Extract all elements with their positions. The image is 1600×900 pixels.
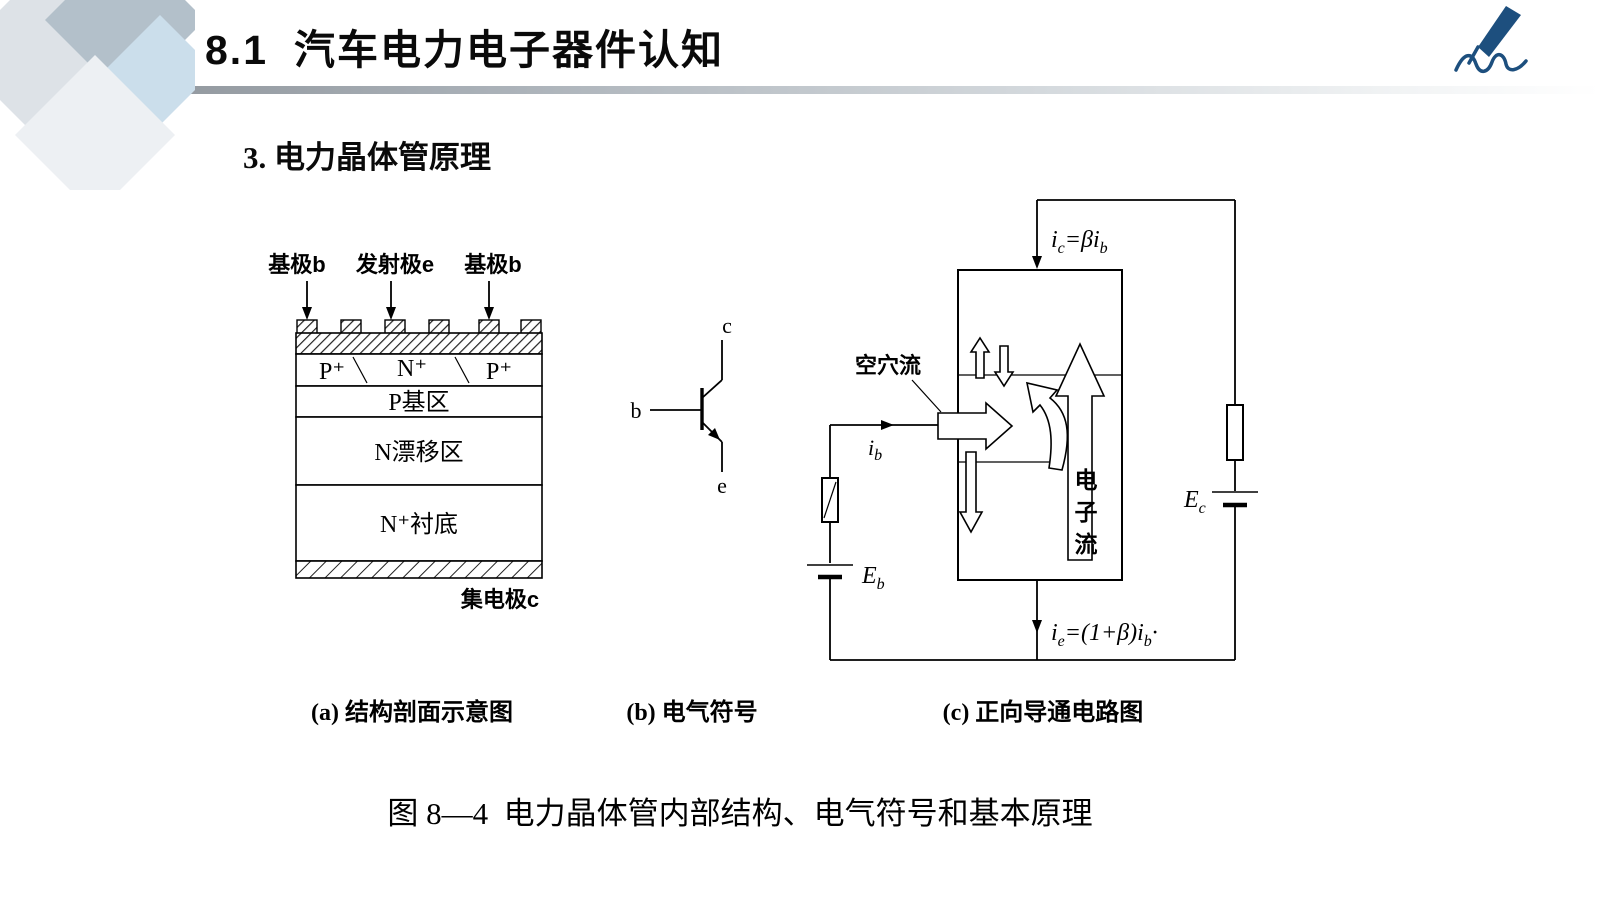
- corner-decoration-icon: [0, 0, 195, 190]
- load-resistor: [1226, 404, 1244, 461]
- hole-flow-entry-arrow: [937, 401, 1014, 451]
- terminal-b-label: b: [631, 398, 642, 423]
- pen-swoosh: [1454, 53, 1528, 73]
- n-plus-region-label: N⁺: [397, 356, 427, 382]
- pen-tip: [1467, 45, 1480, 65]
- pen-nib: [1478, 6, 1521, 57]
- ie-formula: ie=(1+β)ib·: [1051, 620, 1158, 650]
- section-number: 8.1: [205, 27, 268, 73]
- p-base-region-label: P基区: [388, 389, 449, 416]
- decoration-diamond: [105, 15, 195, 125]
- base-left-label: 基极b: [268, 252, 325, 277]
- base-right-label: 基极b: [464, 252, 521, 277]
- ib-arrowhead: [881, 420, 894, 430]
- section-title: 汽车电力电子器件认知: [294, 27, 724, 73]
- transistor-symbol-diagram: c b e: [631, 313, 733, 498]
- ec-label: Ec: [1183, 487, 1206, 517]
- eb-label: Eb: [861, 563, 885, 593]
- figure-caption: 图 8—4 电力晶体管内部结构、电气符号和基本原理: [387, 796, 1093, 831]
- collector-metallization: [295, 560, 543, 579]
- ic-formula: ic=βib: [1051, 227, 1108, 257]
- hole-flow-label: 空穴流: [855, 353, 921, 378]
- carrier-flow-arrows: [937, 336, 1106, 561]
- hole-flow-curved-arrow: [1025, 381, 1069, 471]
- emitter-label: 发射极e: [355, 252, 434, 277]
- electron-flow-arrow: [1054, 342, 1106, 561]
- diagram-c-caption: (c) 正向导通电路图: [942, 700, 1144, 726]
- header-divider: [0, 86, 1600, 94]
- subtitle: 3. 电力晶体管原理: [243, 140, 491, 175]
- n-substrate-region-label: N⁺衬底: [380, 511, 458, 538]
- top-electrode-metallization: [295, 319, 543, 355]
- recombination-down-arrow: [993, 345, 1015, 388]
- p-plus-right-region-label: P⁺: [486, 359, 512, 385]
- recombination-up-arrow: [969, 336, 991, 379]
- hole-flow-pointer-line: [911, 379, 942, 413]
- battery-eb: [807, 564, 853, 580]
- base-resistor: [821, 477, 839, 523]
- ib-label: ib: [868, 435, 882, 464]
- terminal-e-label: e: [717, 473, 727, 498]
- terminal-arrows: [302, 281, 494, 320]
- n-drift-region-label: N漂移区: [374, 439, 463, 466]
- hole-flow-down-arrow: [958, 451, 984, 534]
- diagram-a-caption: (a) 结构剖面示意图: [311, 700, 513, 726]
- page-title: 8.1 汽车电力电子器件认知: [205, 16, 724, 76]
- structure-cross-section-diagram: 基极b 发射极e 基极b: [268, 252, 543, 612]
- p-plus-left-region-label: P⁺: [319, 359, 345, 385]
- forward-conduction-circuit: 空穴流 ic=βib ie=(1+β)ib· ib Eb Ec: [807, 199, 1258, 661]
- terminal-c-label: c: [722, 313, 732, 338]
- ic-arrowhead: [1032, 256, 1042, 269]
- pen-icon: [1454, 6, 1528, 73]
- ie-arrowhead: [1032, 620, 1042, 633]
- emitter-arrowhead: [708, 428, 720, 440]
- battery-ec: [1212, 491, 1258, 508]
- diagram-b-caption: (b) 电气符号: [626, 700, 758, 726]
- collector-label: 集电极c: [460, 587, 539, 612]
- decoration-diamond: [15, 55, 175, 190]
- electron-flow-label: 电子流: [1071, 468, 1097, 564]
- semiconductor-layers: [295, 353, 543, 579]
